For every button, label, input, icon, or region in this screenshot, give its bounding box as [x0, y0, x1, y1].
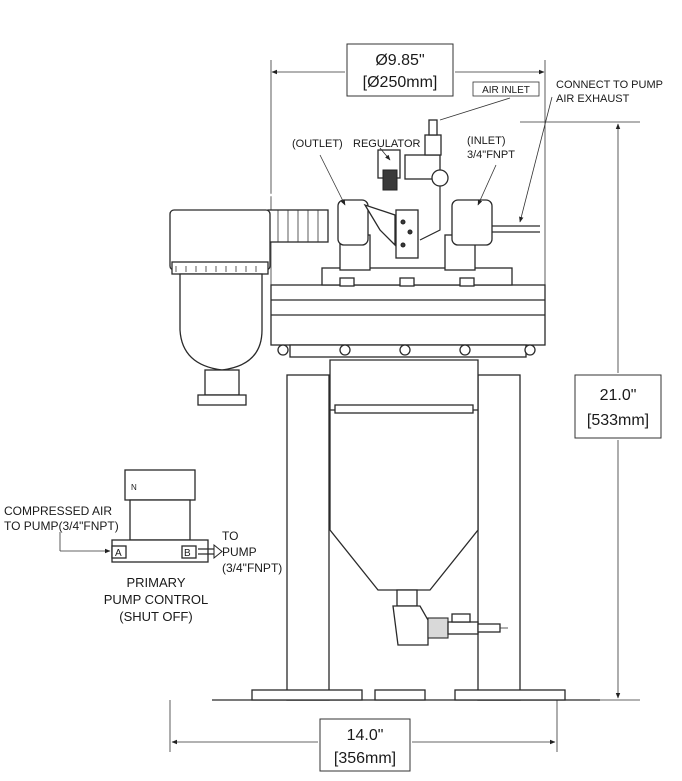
- outlet-label: (OUTLET): [292, 138, 343, 150]
- stand: [212, 374, 600, 701]
- regulator-label: REGULATOR: [353, 138, 420, 150]
- to-pump-label-2: PUMP: [222, 545, 257, 559]
- leader-lines: [319, 96, 553, 223]
- diameter-inches: Ø9.85": [375, 52, 424, 69]
- air-inlet-label: AIR INLET: [482, 85, 530, 96]
- port-b-label: B: [184, 548, 191, 559]
- height-dimension: 21.0" [533mm]: [520, 121, 662, 701]
- lid-flange: [270, 267, 546, 358]
- width-inches: 14.0": [347, 727, 384, 744]
- to-pump-label-1: TO: [222, 529, 238, 543]
- primary-control-label-3: (SHUT OFF): [119, 609, 192, 624]
- tank: [329, 359, 508, 646]
- compressed-air-label-1: COMPRESSED AIR: [4, 504, 112, 518]
- diameter-mm: [Ø250mm]: [363, 74, 438, 91]
- primary-control-label-1: PRIMARY: [127, 575, 186, 590]
- connect-label-2: AIR EXHAUST: [556, 93, 630, 105]
- connect-label-1: CONNECT TO PUMP: [556, 79, 663, 91]
- compressed-air-label-2: TO PUMP(3/4"FNPT): [4, 519, 119, 533]
- port-a-label: A: [115, 548, 122, 559]
- diameter-dimension: Ø9.85" [Ø250mm]: [270, 43, 546, 285]
- pump-head: [267, 119, 540, 271]
- primary-control-label-2: PUMP CONTROL: [104, 592, 209, 607]
- air-hose: [78, 193, 374, 482]
- labels: AIR INLET CONNECT TO PUMP AIR EXHAUST (O…: [4, 79, 663, 624]
- port-n-label: N: [131, 483, 137, 492]
- inlet-label-1: (INLET): [467, 135, 506, 147]
- to-pump-label-3: (3/4"FNPT): [222, 561, 282, 575]
- shutoff-valve: N A B: [59, 469, 223, 563]
- inlet-label-2: 3/4"FNPT: [467, 149, 515, 161]
- width-mm: [356mm]: [334, 750, 396, 767]
- height-mm: [533mm]: [587, 412, 649, 429]
- filter-canister: [169, 209, 271, 406]
- height-inches: 21.0": [600, 387, 637, 404]
- width-dimension: 14.0" [356mm]: [169, 700, 558, 772]
